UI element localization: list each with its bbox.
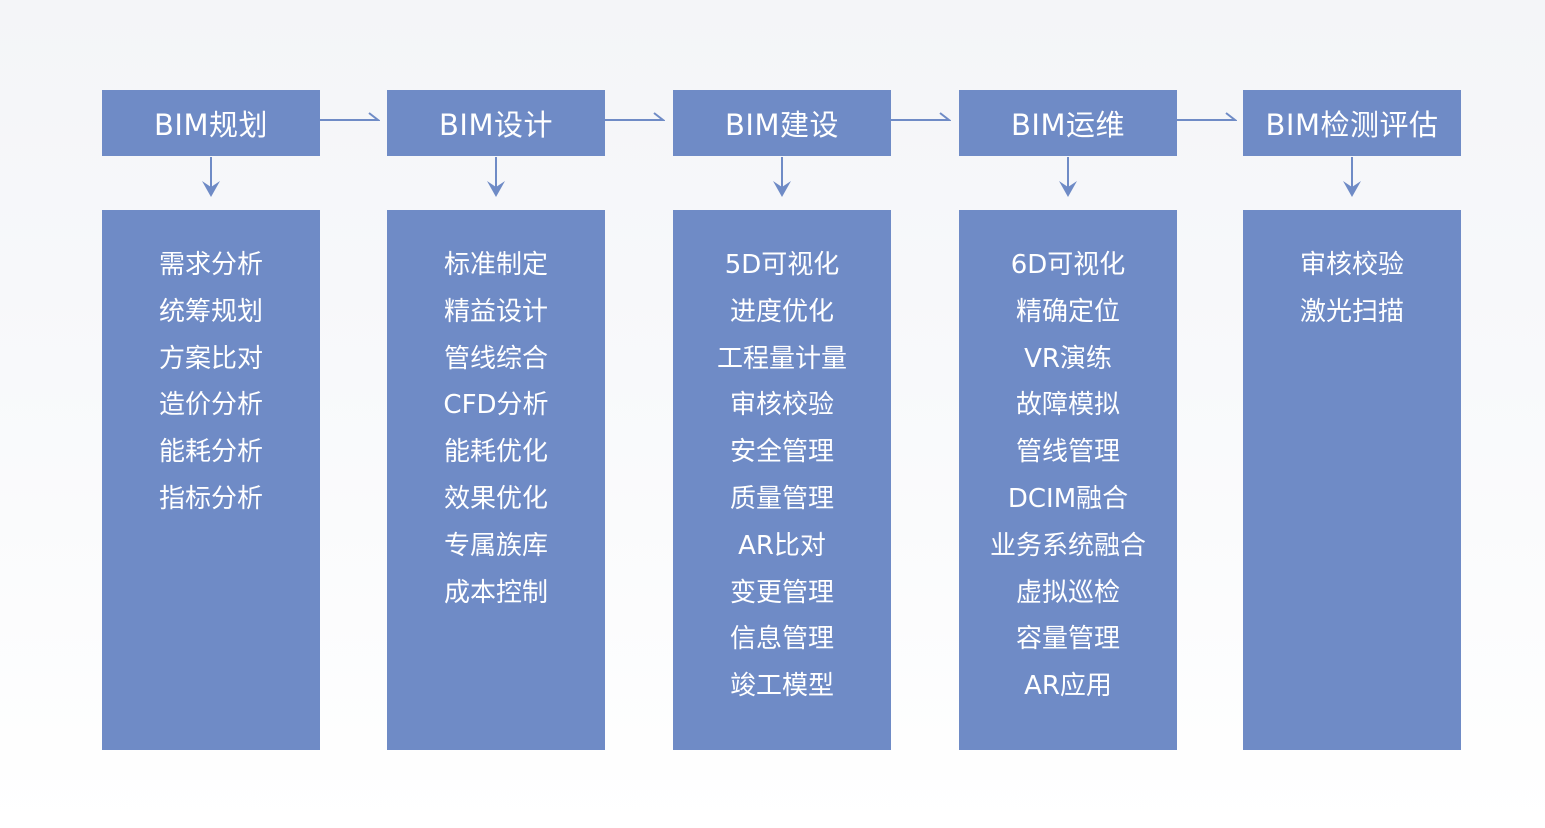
list-item: CFD分析	[443, 390, 549, 421]
list-item: 进度优化	[729, 296, 834, 327]
list-item: 能耗分析	[158, 437, 263, 468]
list-item: 成本控制	[443, 577, 548, 608]
right-arrow-icon	[320, 112, 380, 121]
list-item: 变更管理	[729, 577, 834, 608]
list-item: 竣工模型	[729, 671, 834, 702]
stage-header: BIM设计	[387, 90, 605, 156]
list-item: 虚拟巡检	[1015, 577, 1120, 608]
list-item: 管线综合	[443, 343, 548, 374]
list-item: 指标分析	[158, 483, 263, 514]
list-item: 精确定位	[1015, 296, 1120, 327]
list-item: VR演练	[1024, 343, 1112, 374]
stage-header: BIM检测评估	[1243, 90, 1461, 156]
stage-design: BIM设计 标准制定 精益设计 管线综合 CFD分析 能耗优化 效果优化 专属族…	[387, 0, 605, 828]
stage-body: 需求分析 统筹规划 方案比对 造价分析 能耗分析 指标分析	[102, 210, 320, 750]
list-item: 信息管理	[729, 624, 834, 655]
list-item: 质量管理	[729, 483, 834, 514]
list-item: 工程量计量	[716, 343, 847, 374]
stage-body: 标准制定 精益设计 管线综合 CFD分析 能耗优化 效果优化 专属族库 成本控制	[387, 210, 605, 750]
list-item: 审核校验	[729, 390, 834, 421]
list-item: 标准制定	[443, 250, 548, 280]
list-item: 专属族库	[443, 530, 548, 561]
list-item: 故障模拟	[1015, 390, 1120, 421]
list-item: 安全管理	[729, 437, 834, 468]
list-item: 容量管理	[1015, 624, 1120, 655]
list-item: DCIM融合	[1007, 483, 1129, 514]
stage-construction: BIM建设 5D可视化 进度优化 工程量计量 审核校验 安全管理 质量管理 AR…	[673, 0, 891, 828]
list-item: 方案比对	[158, 343, 263, 374]
list-item: 6D可视化	[1010, 250, 1126, 280]
right-arrow-icon	[1177, 112, 1237, 121]
stage-body: 5D可视化 进度优化 工程量计量 审核校验 安全管理 质量管理 AR比对 变更管…	[673, 210, 891, 750]
down-arrow-icon	[1343, 157, 1361, 197]
list-item: 激光扫描	[1299, 296, 1404, 327]
down-arrow-icon	[487, 157, 505, 197]
stage-header: BIM规划	[102, 90, 320, 156]
list-item: 统筹规划	[158, 296, 263, 327]
list-item: AR比对	[738, 530, 826, 561]
list-item: 精益设计	[443, 296, 548, 327]
stage-header: BIM运维	[959, 90, 1177, 156]
list-item: 能耗优化	[443, 437, 548, 468]
down-arrow-icon	[773, 157, 791, 197]
list-item: 效果优化	[443, 483, 548, 514]
list-item: 业务系统融合	[989, 530, 1146, 561]
list-item: 审核校验	[1299, 250, 1404, 280]
right-arrow-icon	[605, 112, 665, 121]
list-item: 需求分析	[158, 250, 263, 280]
stage-header: BIM建设	[673, 90, 891, 156]
right-arrow-icon	[891, 112, 951, 121]
list-item: 造价分析	[158, 390, 263, 421]
list-item: 管线管理	[1015, 437, 1120, 468]
stage-operation: BIM运维 6D可视化 精确定位 VR演练 故障模拟 管线管理 DCIM融合 业…	[959, 0, 1177, 828]
stage-planning: BIM规划 需求分析 统筹规划 方案比对 造价分析 能耗分析 指标分析	[102, 0, 320, 828]
down-arrow-icon	[202, 157, 220, 197]
list-item: AR应用	[1024, 671, 1112, 702]
stage-inspection: BIM检测评估 审核校验 激光扫描	[1243, 0, 1461, 828]
stage-body: 6D可视化 精确定位 VR演练 故障模拟 管线管理 DCIM融合 业务系统融合 …	[959, 210, 1177, 750]
list-item: 5D可视化	[724, 250, 840, 280]
down-arrow-icon	[1059, 157, 1077, 197]
stage-body: 审核校验 激光扫描	[1243, 210, 1461, 750]
